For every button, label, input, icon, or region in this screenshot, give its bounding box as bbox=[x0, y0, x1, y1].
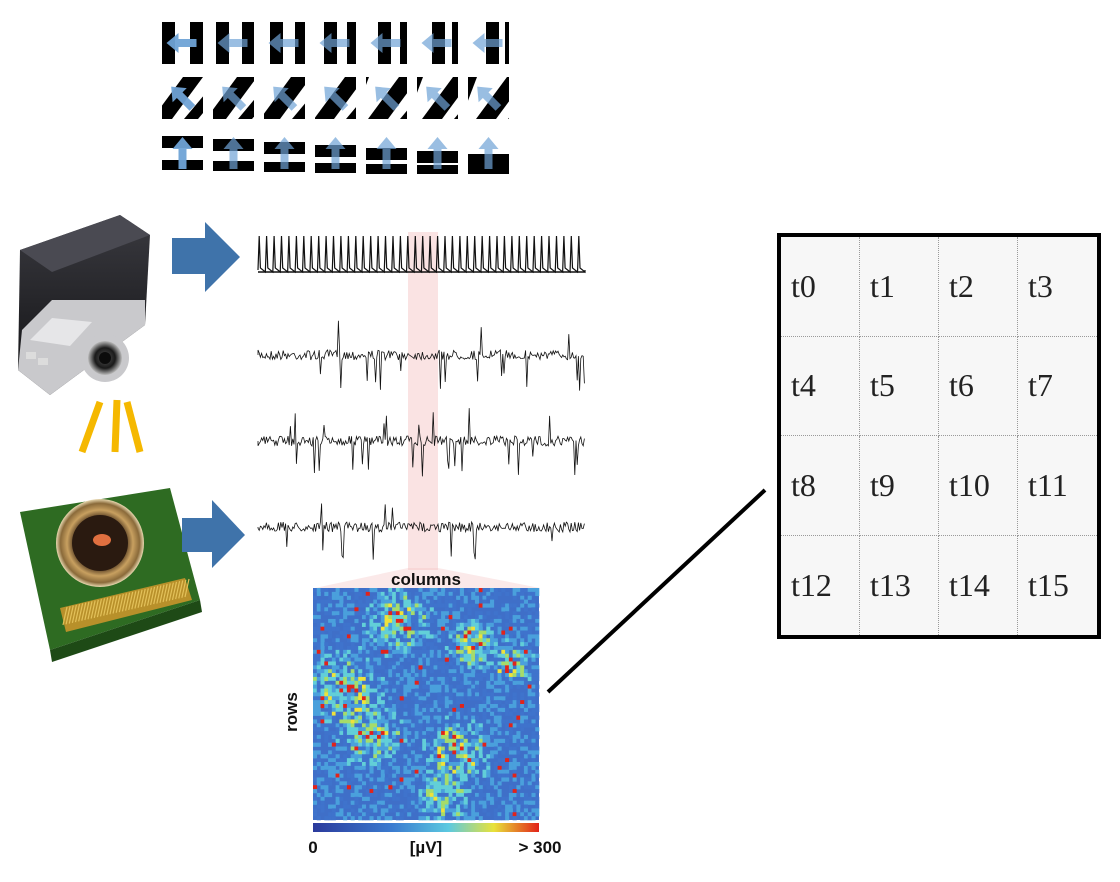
time-bin-cell: t15 bbox=[1028, 566, 1069, 603]
heatmap-xlabel: columns bbox=[391, 570, 461, 589]
mea-chip-icon bbox=[20, 488, 202, 662]
time-bin-cell: t6 bbox=[939, 336, 1018, 436]
stimulus-tile bbox=[366, 77, 407, 119]
colorbar-min-label: 0 bbox=[308, 838, 317, 857]
heatmap-ylabel: rows bbox=[282, 692, 301, 732]
stimulus-trigger-trace bbox=[257, 235, 586, 274]
stimulus-tile bbox=[213, 22, 254, 64]
stimulus-tile bbox=[468, 132, 509, 174]
right-arrow-icon bbox=[172, 222, 240, 292]
time-bin-cell: t4 bbox=[781, 336, 860, 436]
projector-icon bbox=[18, 215, 150, 395]
stimulus-tile bbox=[264, 132, 305, 174]
electrode-trace bbox=[257, 503, 585, 560]
stimulus-tile bbox=[162, 132, 203, 174]
colorbar-max-label: > 300 bbox=[518, 838, 561, 857]
time-bin-cell: t1 bbox=[860, 237, 939, 337]
electrode-trace bbox=[257, 320, 585, 391]
right-arrow-icon bbox=[182, 500, 245, 568]
electrode-trace bbox=[257, 408, 585, 477]
stimulus-tile bbox=[315, 22, 356, 64]
electrode-heatmap: columns rows 0 [µV] > 300 bbox=[282, 570, 562, 857]
colorbar bbox=[313, 823, 539, 832]
stimulus-tile bbox=[162, 77, 203, 119]
time-bin-cell: t8 bbox=[781, 436, 860, 536]
stimulus-tile bbox=[315, 77, 356, 119]
voltage-traces bbox=[257, 235, 586, 560]
time-bin-cell: t3 bbox=[1018, 237, 1097, 337]
time-bin-cell: t5 bbox=[860, 336, 939, 436]
time-bin-cell: t7 bbox=[1018, 337, 1097, 436]
stimulus-tile bbox=[417, 132, 458, 174]
stimulus-tile bbox=[468, 22, 509, 64]
stimulus-tile bbox=[162, 22, 203, 64]
stimulus-tile bbox=[366, 22, 407, 64]
stimulus-tile bbox=[366, 132, 407, 174]
stimulus-tile bbox=[417, 77, 458, 119]
stimulus-tile bbox=[315, 132, 356, 174]
time-bin-cell: t13 bbox=[860, 535, 939, 635]
stimulus-tile bbox=[264, 22, 305, 64]
time-window-highlight bbox=[408, 232, 438, 570]
stimulus-tile bbox=[213, 132, 254, 174]
connector-line bbox=[546, 488, 767, 694]
stimulus-bars-grid bbox=[162, 22, 509, 174]
time-bin-cell: t14 bbox=[939, 535, 1018, 635]
stimulus-tile bbox=[264, 77, 305, 119]
time-bin-cell: t0 bbox=[781, 237, 860, 337]
time-bin-cell: t10 bbox=[939, 436, 1018, 536]
stimulus-tile bbox=[213, 77, 254, 119]
stimulus-tile bbox=[417, 22, 458, 64]
time-bin-cell: t9 bbox=[860, 436, 939, 536]
time-bin-cell: t2 bbox=[939, 237, 1018, 337]
time-bin-cell: t12 bbox=[781, 535, 860, 635]
time-bin-cell: t11 bbox=[1018, 436, 1097, 536]
colorbar-unit-label: [µV] bbox=[410, 838, 442, 857]
stimulus-tile bbox=[468, 77, 509, 119]
light-ray-icon bbox=[78, 399, 144, 454]
zoom-connector bbox=[315, 568, 540, 588]
